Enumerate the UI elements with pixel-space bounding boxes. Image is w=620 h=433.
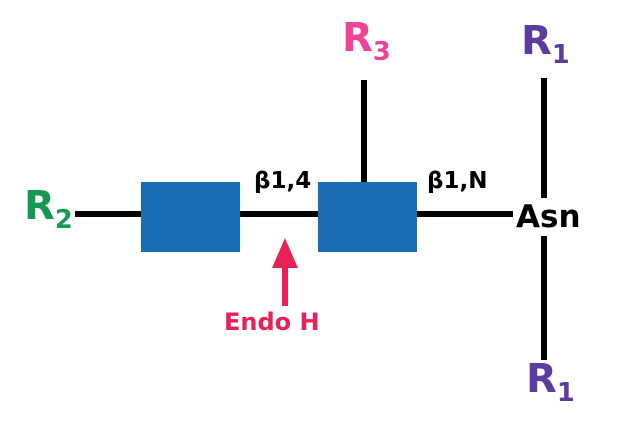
r1-bottom-text: R (526, 356, 557, 402)
r2-label: R2 (24, 186, 73, 234)
glcnac-square-1 (141, 182, 240, 252)
up-arrow-icon (272, 238, 298, 268)
glcnac-square-2 (318, 182, 417, 252)
asn-label: Asn (516, 199, 581, 235)
r1-top-label: R1 (521, 21, 570, 69)
r1-bottom-linkage-line (541, 236, 547, 360)
backbone-line (75, 211, 513, 217)
r1-bottom-subscript: 1 (556, 377, 575, 408)
r1-top-subscript: 1 (551, 39, 570, 70)
r3-label: R3 (342, 18, 391, 66)
r3-linkage-line (361, 80, 367, 182)
r3-text: R (342, 15, 373, 61)
beta-1-n-linkage-label: β1,N (427, 168, 488, 194)
endo-h-enzyme-label: Endo H (224, 308, 320, 336)
r2-text: R (24, 183, 55, 229)
r1-top-text: R (521, 18, 552, 64)
r3-subscript: 3 (372, 36, 391, 67)
up-arrow-shaft (282, 264, 288, 306)
r1-bottom-label: R1 (526, 359, 575, 407)
beta-1-4-linkage-label: β1,4 (254, 168, 312, 194)
r2-subscript: 2 (54, 204, 73, 235)
r1-top-linkage-line (541, 78, 547, 198)
